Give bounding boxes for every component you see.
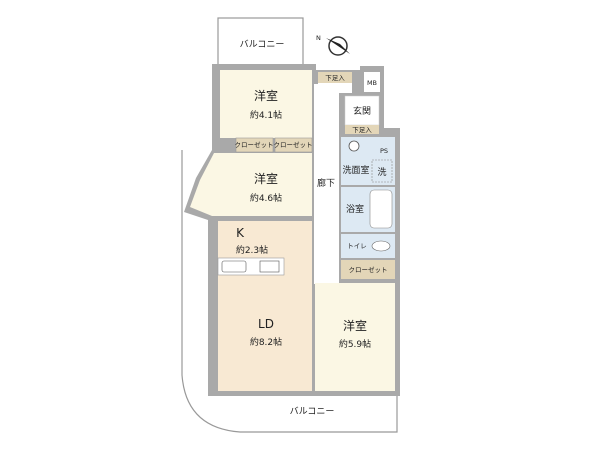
kitchen-size: 約2.3帖 — [236, 244, 268, 256]
washer-label: 洗 — [377, 166, 386, 178]
bedroom-3 — [315, 283, 395, 391]
toilet-label: トイレ — [347, 242, 367, 250]
bedroom-2-size: 約4.6帖 — [250, 192, 282, 204]
living-size: 約8.2帖 — [250, 336, 282, 348]
shoe-storage-top-label: 下足入 — [325, 74, 345, 82]
bedroom-2 — [190, 153, 312, 216]
bathtub-icon — [369, 189, 393, 229]
meter-box — [364, 72, 380, 92]
shoe-storage-top — [318, 72, 352, 83]
balcony-bottom-outline — [181, 150, 398, 433]
stove-icon — [259, 260, 280, 273]
compass-north-label: N — [316, 34, 321, 42]
balcony-bottom-label: バルコニー — [290, 406, 335, 417]
washroom-label: 洗面室 — [342, 164, 369, 176]
corridor — [314, 84, 339, 284]
bedroom-1 — [220, 70, 312, 138]
bedroom-1-name: 洋室 — [254, 88, 278, 103]
shoe-storage-entry-label: 下足入 — [352, 126, 372, 134]
balcony-top-label: バルコニー — [240, 39, 285, 50]
meter-box-label: MB — [367, 79, 377, 87]
closet-3-label: クローゼット — [349, 265, 388, 274]
shoe-storage-doors — [318, 83, 352, 93]
bedroom-3-name: 洋室 — [343, 318, 367, 333]
corridor-label: 廊下 — [317, 177, 335, 189]
sink-icon — [348, 140, 360, 152]
closet-2 — [274, 137, 313, 153]
bedroom-1-size: 約4.1帖 — [250, 109, 282, 121]
closet-2-label: クローゼット — [274, 140, 313, 149]
kitchen-sink-icon — [221, 260, 247, 273]
bedroom-2-name: 洋室 — [254, 171, 278, 186]
ldk — [218, 221, 312, 391]
washer-space — [371, 159, 393, 183]
entrance-label: 玄関 — [353, 105, 371, 117]
closet-1 — [235, 137, 274, 153]
compass-icon: N — [316, 34, 350, 56]
shoe-storage-entry — [345, 125, 379, 134]
kitchen-name: K — [236, 226, 245, 240]
bathroom-label: 浴室 — [346, 203, 364, 215]
living-name: LD — [258, 317, 274, 331]
bedroom-3-size: 約5.9帖 — [339, 338, 371, 350]
closet-3 — [341, 260, 395, 279]
closet-1-label: クローゼット — [235, 140, 274, 149]
pipe-space-label: PS — [380, 147, 388, 155]
entrance — [344, 95, 380, 126]
toilet-icon — [371, 240, 391, 252]
